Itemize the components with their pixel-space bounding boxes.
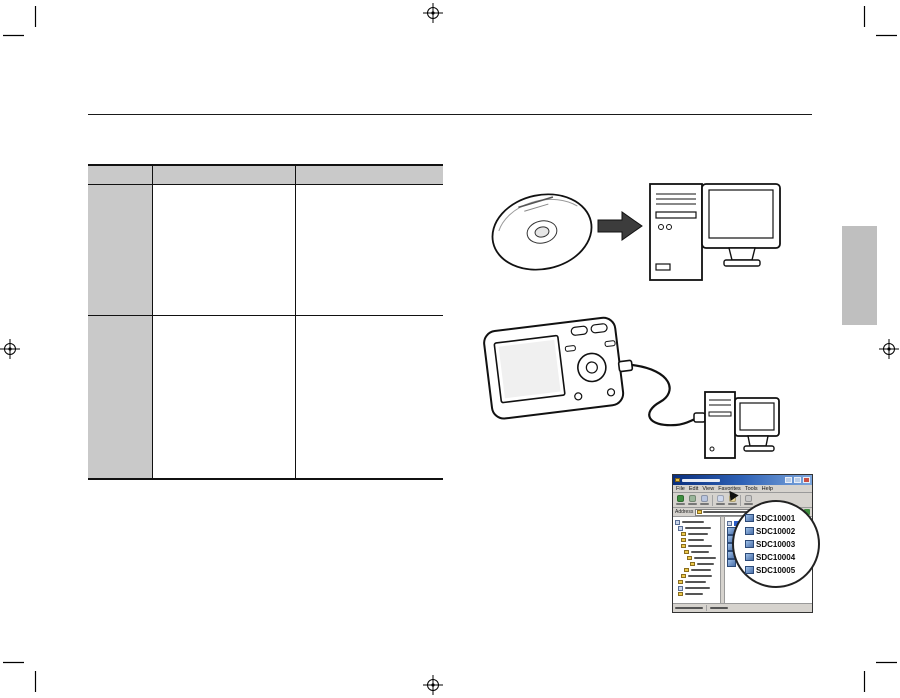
menu-edit: Edit [688,485,699,492]
image-file-icon [745,540,754,548]
table-column-divider [295,166,296,478]
image-file-icon [745,566,754,574]
table-header-cell [295,166,443,184]
file-name: SDC10001 [756,513,796,523]
software-cd-icon [491,193,593,271]
usb-cable-icon [617,359,706,427]
desktop-computer-icon [649,183,781,281]
table-cell [152,185,295,315]
table-row-label-cell [88,185,152,315]
views-icon [745,495,752,502]
table-header-cell [152,166,295,184]
folder-icon [697,510,703,514]
magnified-file-row: SDC10004 [745,551,818,563]
procedure-table [88,164,443,480]
desktop-computer-icon [704,391,780,459]
address-label: Address [675,508,694,515]
explorer-screenshot: File Edit View Favorites Tools Help Addr… [672,474,820,613]
magnified-file-row: SDC10002 [745,525,818,537]
table-header-cell [88,166,152,184]
table-bottom-border [88,478,443,480]
file-name: SDC10005 [756,565,796,575]
table-cell [295,185,443,315]
table-column-divider [152,166,153,478]
up-icon [701,495,708,502]
minimize-icon [785,477,792,483]
explorer-menubar: File Edit View Favorites Tools Help [673,485,812,493]
camera-usb-computer-illustration [483,316,780,459]
explorer-toolbar [673,493,812,508]
close-icon [803,477,810,483]
section-edge-tab [842,226,877,325]
forward-icon [689,495,696,502]
table-top-border [88,164,443,166]
folders-icon [729,495,736,502]
explorer-title-text-bar [682,478,720,482]
table-row-label-cell [88,316,152,478]
magnified-file-row: SDC10003 [745,538,818,550]
explorer-folder-tree [673,517,725,603]
table-header-row [88,166,443,184]
address-text-bar [703,511,752,513]
image-file-icon [745,514,754,522]
table-cell [152,316,295,478]
image-file-icon [745,527,754,535]
magnified-file-row: SDC10001 [745,512,818,524]
camera-back-icon [483,316,625,420]
menu-help: Help [761,485,773,492]
explorer-titlebar [673,475,812,485]
table-cell [295,316,443,478]
header-rule [88,114,812,115]
image-file-icon [745,553,754,561]
folder-icon [675,478,680,482]
file-name: SDC10003 [756,539,796,549]
tree-scrollbar [720,517,724,603]
explorer-statusbar [673,603,812,612]
menu-file: File [676,485,685,492]
menu-view: View [702,485,715,492]
magnifier-circle: SDC10001 SDC10002 SDC10003 SDC10004 SDC1… [732,500,820,588]
arrow-right-icon [597,211,643,241]
file-name: SDC10004 [756,552,796,562]
table-header-divider [88,184,443,185]
cd-to-computer-illustration [491,183,781,281]
menu-favorites: Favorites [718,485,741,492]
table-row-divider [88,315,443,316]
menu-tools: Tools [744,485,758,492]
file-name: SDC10002 [756,526,796,536]
back-icon [677,495,684,502]
search-icon [717,495,724,502]
magnified-file-row: SDC10005 [745,564,818,576]
maximize-icon [794,477,801,483]
